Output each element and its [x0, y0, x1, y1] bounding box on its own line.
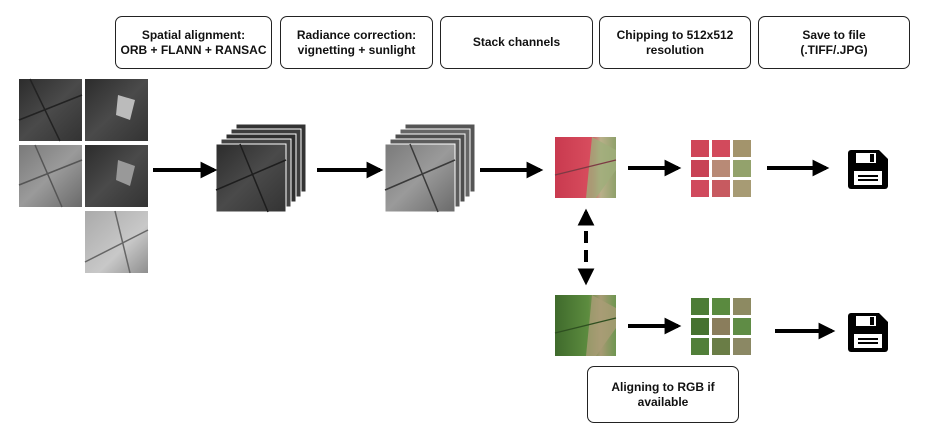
- raw-band-tile: [19, 79, 82, 141]
- chip: [733, 180, 751, 197]
- chip: [712, 160, 730, 177]
- flow-arrows: [153, 159, 836, 340]
- floppy-disk-icon: [848, 150, 888, 189]
- chip: [733, 318, 751, 335]
- rgb-image: [554, 295, 617, 356]
- chip: [733, 298, 751, 315]
- chip: [691, 298, 709, 315]
- step-spatial-alignment-label: Spatial alignment: ORB + FLANN + RANSAC: [120, 27, 267, 57]
- chip: [712, 298, 730, 315]
- rgb-chips: [691, 298, 751, 355]
- raw-band-detail: [84, 210, 149, 274]
- step-align-rgb-label: Aligning to RGB if available: [611, 379, 715, 409]
- stack-layer: [215, 143, 287, 213]
- chip: [691, 338, 709, 355]
- raw-band-tile: [85, 211, 148, 273]
- floppy-disk-icon: [848, 313, 888, 352]
- step-stack-channels-label: Stack channels: [472, 35, 561, 49]
- step-spatial-alignment: Spatial alignment: ORB + FLANN + RANSAC: [115, 16, 272, 69]
- step-chipping: Chipping to 512x512 resolution: [599, 16, 751, 69]
- chip: [691, 140, 709, 157]
- step-save-to-file-label: Save to file (.TIFF/.JPG): [800, 27, 868, 57]
- step-chipping-label: Chipping to 512x512 resolution: [616, 27, 734, 57]
- chip: [712, 140, 730, 157]
- chip: [733, 140, 751, 157]
- step-stack-channels: Stack channels: [440, 16, 593, 69]
- raw-band-detail: [18, 144, 83, 208]
- chip: [712, 318, 730, 335]
- stack-detail: [384, 143, 456, 213]
- corrected-stack: [384, 123, 476, 213]
- step-save-to-file: Save to file (.TIFF/.JPG): [758, 16, 910, 69]
- false-color-chips: [691, 140, 751, 197]
- stack-detail: [215, 143, 287, 213]
- step-radiance-correction-label: Radiance correction: vignetting + sunlig…: [296, 27, 417, 57]
- chip: [691, 180, 709, 197]
- raw-band-detail: [116, 95, 135, 120]
- chip: [733, 338, 751, 355]
- chip: [691, 318, 709, 335]
- raw-band-detail: [18, 78, 83, 142]
- raw-band-tile: [19, 145, 82, 207]
- step-align-rgb: Aligning to RGB if available: [587, 366, 739, 423]
- chip: [733, 160, 751, 177]
- false-color-image: [554, 137, 617, 198]
- chip: [712, 338, 730, 355]
- stack-layer: [384, 143, 456, 213]
- step-radiance-correction: Radiance correction: vignetting + sunlig…: [280, 16, 433, 69]
- raw-band-detail: [116, 160, 135, 186]
- aligned-stack: [215, 123, 307, 213]
- chip: [712, 180, 730, 197]
- chip: [691, 160, 709, 177]
- raw-bands-group: [18, 78, 149, 274]
